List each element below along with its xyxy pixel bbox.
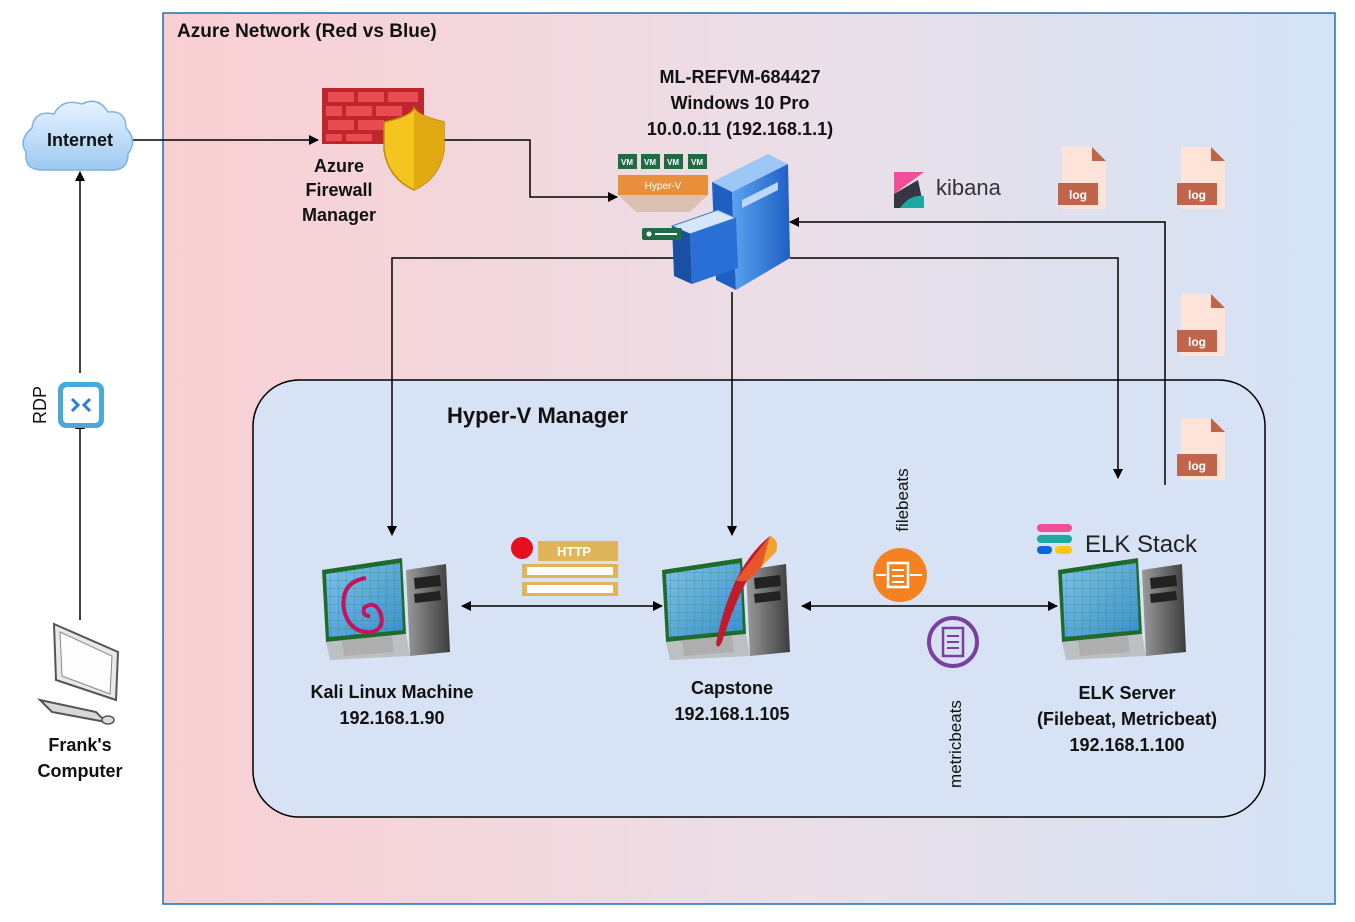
vm-badge-1: VM [621, 158, 633, 167]
log-file-icon-4: log [1177, 418, 1225, 480]
filebeat-icon [873, 548, 927, 602]
franks-computer-line2: Computer [38, 761, 123, 781]
kibana-logo: kibana [894, 172, 1002, 208]
kibana-icon [894, 172, 924, 208]
host-os: Windows 10 Pro [671, 93, 810, 113]
http-icon: HTTP [511, 537, 618, 596]
kali-workstation-icon [322, 558, 450, 660]
franks-computer-node: Frank's Computer [36, 622, 123, 781]
kibana-label: kibana [936, 175, 1002, 200]
hyperv-icon: VM VM VM VM Hyper-V [618, 154, 708, 212]
elk-server-name: ELK Server [1078, 683, 1175, 703]
kali-node: Kali Linux Machine 192.168.1.90 [310, 558, 474, 728]
log-file-icon-2: log [1177, 147, 1225, 209]
rdp-label: RDP [30, 386, 50, 424]
vm-badge-2: VM [644, 158, 656, 167]
hyperv-manager-title: Hyper-V Manager [447, 403, 628, 428]
log-label-3: log [1188, 335, 1206, 349]
elk-server-ip: 192.168.1.100 [1069, 735, 1184, 755]
elk-node: ELK Stack ELK Server (Filebeat, Metricbe… [1037, 524, 1217, 755]
metricbeat-icon [927, 616, 979, 668]
capstone-name: Capstone [691, 678, 773, 698]
internet-node: Internet [22, 100, 134, 171]
host-to-elk-arrow [790, 257, 1123, 479]
elk-server-services: (Filebeat, Metricbeat) [1037, 709, 1217, 729]
remote-desktop-icon [58, 382, 104, 428]
elastic-logo-icon [1037, 524, 1072, 554]
azure-network-title: Azure Network (Red vs Blue) [177, 21, 437, 42]
elk-stack-label: ELK Stack [1085, 531, 1198, 558]
cloud-icon [22, 100, 134, 171]
elk-workstation-icon [1058, 558, 1186, 660]
desktop-computer-icon [36, 622, 120, 725]
vm-badge-4: VM [691, 158, 703, 167]
apache-feather-icon [716, 536, 778, 647]
host-ip: 10.0.0.11 (192.168.1.1) [647, 119, 833, 139]
firewall-node: Azure Firewall Manager [302, 88, 445, 225]
metricbeats-node: metricbeats [927, 616, 979, 788]
log-label-2: log [1188, 188, 1206, 202]
capstone-node: Capstone 192.168.1.105 [662, 536, 790, 724]
host-to-kali-arrow [387, 257, 675, 536]
filebeats-node: filebeats [873, 468, 927, 602]
server-icon [642, 154, 790, 290]
filebeats-label: filebeats [893, 468, 912, 531]
firewall-line1: Azure [314, 156, 364, 176]
hyperv-badge: Hyper-V [645, 181, 682, 192]
host-node: ML-REFVM-684427 Windows 10 Pro 10.0.0.11… [618, 67, 833, 290]
host-name: ML-REFVM-684427 [659, 67, 820, 87]
firewall-line2: Firewall [305, 180, 372, 200]
connectors [75, 135, 1166, 620]
internet-label: Internet [47, 130, 113, 150]
shield-icon [383, 105, 445, 191]
log-label-1: log [1069, 188, 1087, 202]
log-label-4: log [1188, 459, 1206, 473]
capstone-ip: 192.168.1.105 [674, 704, 789, 724]
firewall-to-host-arrow [440, 139, 618, 202]
franks-computer-line1: Frank's [48, 735, 111, 755]
rdp-node: RDP [30, 382, 104, 428]
metricbeats-label: metricbeats [946, 700, 965, 788]
http-label: HTTP [557, 544, 591, 559]
kali-name: Kali Linux Machine [310, 682, 473, 702]
log-file-icon-3: log [1177, 294, 1225, 356]
kali-ip: 192.168.1.90 [339, 708, 444, 728]
elk-to-host-arrow [789, 217, 1166, 485]
vm-badge-3: VM [667, 158, 679, 167]
firewall-line3: Manager [302, 205, 376, 225]
log-file-icon-1: log [1058, 147, 1106, 209]
